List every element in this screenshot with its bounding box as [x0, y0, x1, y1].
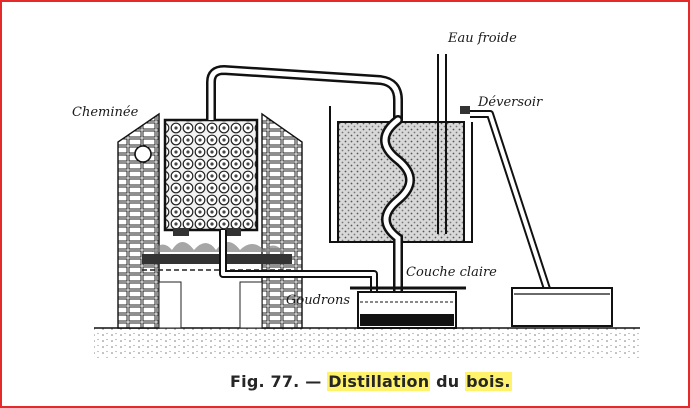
- peephole-icon: [134, 145, 152, 163]
- water-basin: [511, 287, 613, 327]
- label-overflow: Déversoir: [478, 95, 543, 110]
- caption-word-du: du: [436, 372, 460, 391]
- label-tars: Goudrons: [286, 293, 350, 308]
- vapor-pipe: [206, 65, 403, 120]
- receiver-vat: [350, 286, 466, 329]
- ground: [94, 327, 640, 358]
- retort: [152, 118, 284, 252]
- overflow-pipe: [470, 110, 552, 294]
- condenser-tank: [329, 54, 473, 307]
- label-cold-water: Eau froide: [448, 31, 517, 46]
- caption-dash: —: [305, 372, 322, 391]
- label-chimney: Cheminée: [72, 105, 139, 120]
- caption-word-bois: bois.: [465, 372, 512, 391]
- figure-caption: Fig. 77. — Distillation du bois.: [230, 372, 512, 391]
- caption-word-distillation: Distillation: [327, 372, 431, 391]
- label-clear-layer: Couche claire: [406, 265, 497, 280]
- caption-figure-number: Fig. 77.: [230, 372, 300, 391]
